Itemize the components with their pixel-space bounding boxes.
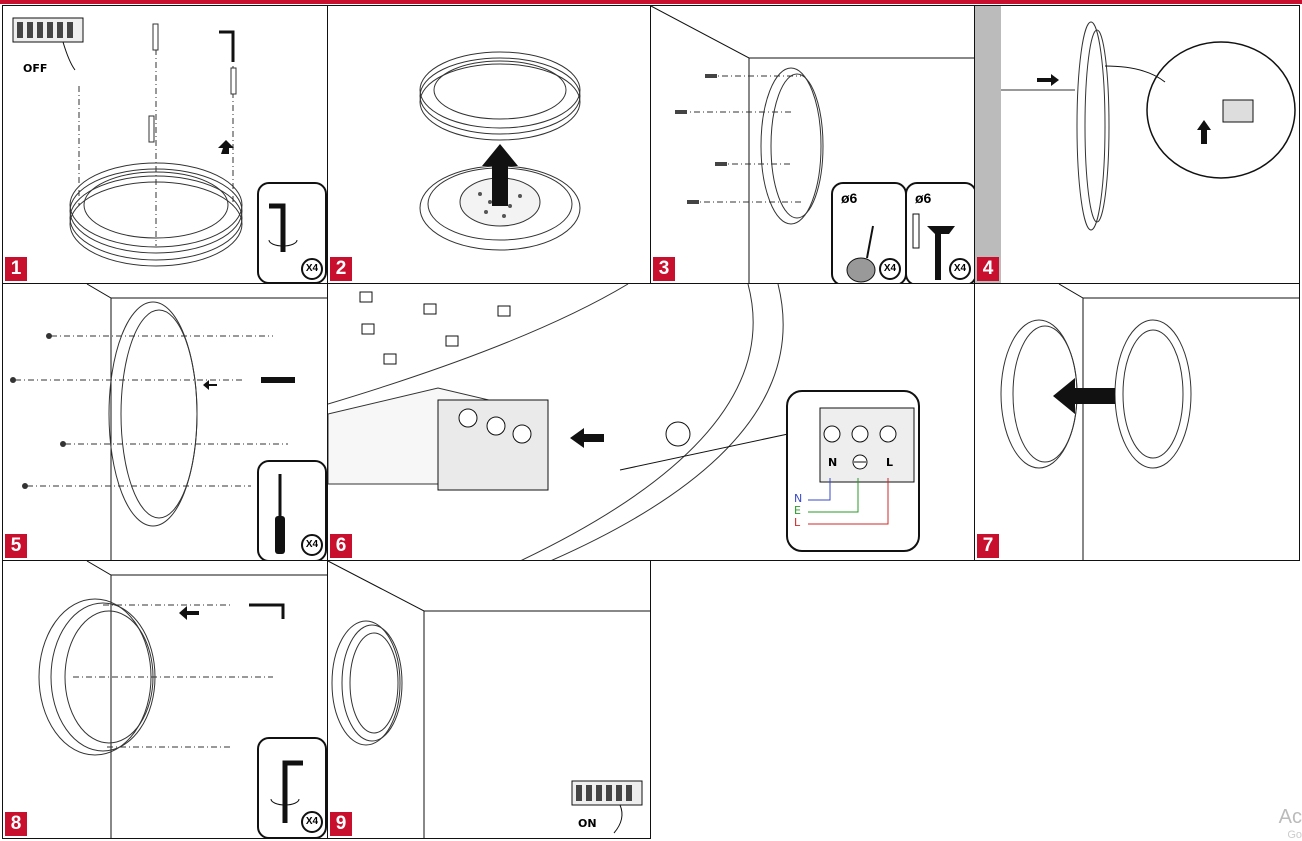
step-number: 5 — [5, 534, 27, 558]
top-accent-bar — [0, 0, 1302, 4]
earth-symbol-icon — [852, 454, 868, 470]
screw — [230, 67, 237, 95]
drill-size-label: ø6 — [841, 190, 858, 206]
arrow-icon — [1037, 74, 1059, 86]
tool-box: ø6 X4 — [831, 182, 907, 283]
step-9-panel: ON 9 — [327, 560, 651, 839]
qty-badge: X4 — [301, 811, 323, 833]
hex-key-icon — [269, 203, 286, 252]
watermark-text: Ac — [1278, 806, 1302, 828]
step-number: 9 — [330, 812, 352, 836]
qty-badge: X4 — [949, 258, 971, 280]
tool-box: X4 — [257, 460, 327, 560]
arrow-icon — [179, 606, 199, 620]
hammer-icon — [927, 226, 955, 280]
hex-key-icon — [249, 603, 285, 619]
arrow-icon — [218, 140, 234, 154]
breaker-icon — [571, 780, 643, 834]
step-number: 8 — [5, 812, 27, 836]
terminal-block-icon — [437, 399, 549, 491]
tool-box: X4 — [257, 182, 327, 283]
terminal-n-label: N — [828, 456, 838, 469]
arrow-icon — [203, 380, 217, 390]
wall-plug-icon — [912, 213, 920, 249]
step-4-panel: 4 — [974, 5, 1300, 284]
breaker-icon — [12, 17, 84, 71]
off-label: OFF — [23, 62, 48, 75]
step-8-illustration — [38, 561, 327, 838]
hex-key-icon — [219, 30, 235, 62]
tool-box: X4 — [257, 737, 327, 838]
qty-badge: X4 — [301, 534, 323, 556]
screwdriver-icon — [275, 474, 285, 554]
step-number: 2 — [330, 257, 352, 281]
step-7-panel: 7 — [974, 283, 1300, 561]
step-6-panel: N L N E L 6 — [327, 283, 975, 561]
step-3-illustration — [651, 6, 974, 283]
on-label: ON — [578, 817, 597, 830]
step-4-illustration — [975, 6, 1296, 283]
step-number: 7 — [977, 534, 999, 558]
qty-badge: X4 — [879, 258, 901, 280]
wire-l-label: L — [794, 516, 801, 529]
tool-box: ø6 X4 — [905, 182, 974, 283]
step-number: 6 — [330, 534, 352, 558]
step-number: 4 — [977, 257, 999, 281]
arrow-icon — [1197, 120, 1211, 144]
step-2-illustration — [419, 51, 581, 251]
arrow-icon — [482, 144, 518, 206]
step-6-illustration — [328, 284, 789, 560]
arrow-icon — [1053, 378, 1115, 414]
wire-e-label: E — [794, 504, 801, 517]
step-2-panel: 2 — [327, 5, 651, 284]
step-number: 3 — [653, 257, 675, 281]
step-5-illustration — [10, 284, 327, 560]
step-1-illustration — [12, 17, 243, 267]
watermark-subtext: Go — [1287, 829, 1302, 841]
step-8-panel: X4 8 — [2, 560, 328, 839]
step-number: 1 — [5, 257, 27, 281]
step-3-panel: ø6 X4 ø6 X4 3 — [650, 5, 975, 284]
arrow-icon — [570, 428, 604, 448]
wiring-detail: N L N E L — [786, 390, 920, 552]
wire-n-label: N — [794, 492, 803, 505]
drill-size-label: ø6 — [915, 190, 932, 206]
screw — [148, 115, 155, 143]
step-1-panel: OFF X4 1 — [2, 5, 328, 284]
step-5-panel: X4 5 — [2, 283, 328, 561]
hex-key-icon — [270, 760, 303, 823]
screw — [152, 23, 159, 51]
qty-badge: X4 — [301, 258, 323, 280]
step-9-illustration — [328, 561, 650, 838]
terminal-l-label: L — [886, 456, 894, 469]
drill-icon — [846, 225, 876, 283]
terminal-block-icon — [1222, 99, 1254, 123]
step-7-illustration — [1000, 284, 1299, 560]
